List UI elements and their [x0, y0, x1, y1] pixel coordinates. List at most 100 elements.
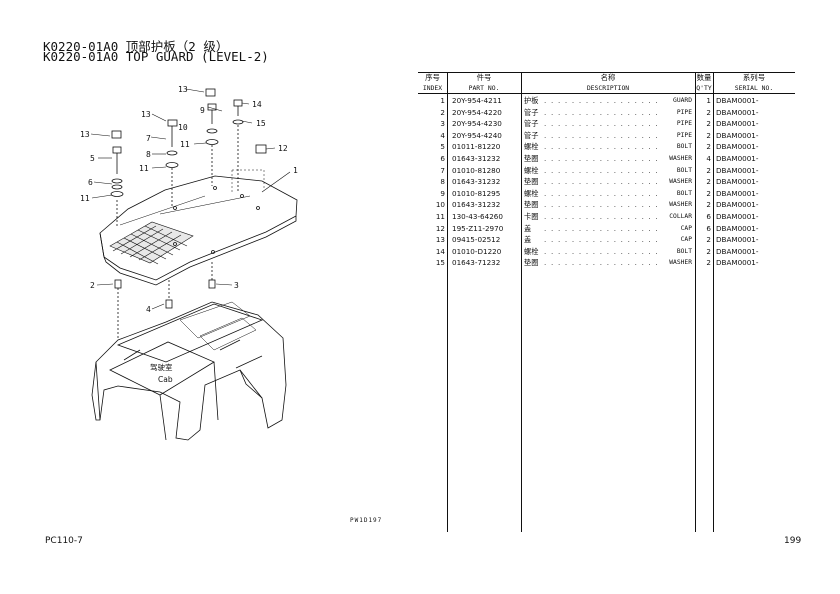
callout-13-top: 13 — [178, 85, 188, 94]
header-desc-cn: 名称 — [600, 73, 616, 82]
leader-dots: . . . . . . . . . . . . . . . . . . . . … — [544, 119, 662, 129]
callout-6: 6 — [88, 178, 93, 187]
exploded-parts-diagram: 驾驶室 Cab 13 13 13 9 14 15 10 7 11 8 5 11 … — [80, 85, 298, 441]
leader-dots: . . . . . . . . . . . . . . . . . . . . … — [544, 223, 662, 233]
row-desc-en: BOLT — [676, 166, 692, 174]
row-desc-cn: 管子 — [524, 119, 539, 129]
row-desc-en: GUARD — [673, 97, 692, 104]
row-description: 螺栓. . . . . . . . . . . . . . . . . . . … — [524, 165, 692, 176]
row-desc-cn: 垫圈 — [524, 258, 539, 268]
row-desc-cn: 卡圈 — [524, 212, 539, 221]
row-serial: DBAM0001- — [716, 212, 759, 221]
leader-dots: . . . . . . . . . . . . . . . . . . . . … — [544, 107, 662, 117]
row-index: 10 — [435, 200, 445, 210]
row-qty: 4 — [706, 154, 711, 163]
table-header-rule — [418, 93, 795, 94]
col-divider — [695, 72, 696, 532]
row-desc-cn: 管子 — [524, 107, 539, 117]
header-qty-cn: 数量 — [696, 73, 712, 82]
row-part-no: 20Y-954-4240 — [452, 130, 502, 140]
leader-dots: . . . . . . . . . . . . . . . . . . . . … — [544, 154, 662, 163]
callout-9: 9 — [200, 106, 205, 115]
row-description: 螺栓. . . . . . . . . . . . . . . . . . . … — [524, 246, 692, 257]
row-desc-en: PIPE — [676, 131, 692, 139]
callout-3: 3 — [234, 281, 239, 290]
row-description: 护板. . . . . . . . . . . . . . . . . . . … — [524, 95, 692, 106]
header-qty-en: Q'TY — [696, 84, 712, 92]
row-part-no: 01010-81280 — [452, 165, 501, 175]
row-index: 15 — [435, 258, 445, 268]
bolt-stack-left — [110, 130, 124, 226]
row-serial: DBAM0001- — [716, 119, 759, 129]
row-desc-en: CAP — [680, 224, 692, 232]
row-description: 垫圈 . . . . . . . . . . . . . . . . . . . … — [524, 153, 692, 164]
row-part-no: 01643-31232 — [452, 200, 501, 210]
row-part-no: 01010-81295 — [452, 188, 501, 198]
row-qty: 2 — [706, 177, 711, 187]
row-serial: DBAM0001- — [716, 258, 759, 268]
row-description: 盖. . . . . . . . . . . . . . . . . . . .… — [524, 223, 692, 234]
callout-13-mid: 13 — [141, 110, 151, 119]
header-index-en: INDEX — [422, 84, 443, 92]
row-qty: 2 — [706, 119, 711, 129]
row-desc-cn: 护板 — [524, 96, 539, 105]
leader-dots: . . . . . . . . . . . . . . . . . . . . … — [544, 246, 662, 256]
row-description: 螺栓. . . . . . . . . . . . . . . . . . . … — [524, 141, 692, 152]
row-part-no: 01011-81220 — [452, 142, 501, 152]
callout-11-b: 11 — [139, 164, 149, 173]
cab-label-cn: 驾驶室 — [150, 362, 173, 372]
model-number: PC110-7 — [45, 536, 83, 546]
row-qty: 2 — [706, 200, 711, 210]
table-row: 5 01011-81220 螺栓. . . . . . . . . . . . . … — [418, 141, 795, 153]
row-description: 卡圈. . . . . . . . . . . . . . . . . . . … — [524, 211, 692, 222]
callout-1: 1 — [293, 166, 298, 175]
row-desc-cn: 垫圈 — [524, 154, 539, 163]
row-desc-cn: 螺栓 — [524, 188, 539, 198]
col-divider — [447, 72, 448, 532]
top-guard-plate — [99, 175, 298, 286]
callout-13-left: 13 — [80, 130, 90, 139]
header-partno-en: PART NO. — [468, 84, 500, 92]
row-qty: 6 — [706, 212, 711, 221]
page-title-en: K0220-01A0 TOP GUARD (LEVEL-2) — [43, 49, 269, 64]
row-serial: DBAM0001- — [716, 142, 759, 152]
row-serial: DBAM0001- — [716, 235, 759, 245]
row-desc-en: BOLT — [676, 247, 692, 255]
callout-7: 7 — [146, 134, 151, 143]
row-desc-en: WASHER — [669, 259, 692, 267]
row-part-no: 20Y-954-4211 — [452, 96, 502, 105]
row-desc-en: PIPE — [676, 120, 692, 128]
row-index: 11 — [435, 212, 445, 221]
row-desc-en: WASHER — [669, 178, 692, 186]
row-description: 垫圈. . . . . . . . . . . . . . . . . . . … — [524, 176, 692, 187]
header-partno-cn: 件号 — [476, 73, 492, 82]
row-qty: 2 — [706, 258, 711, 268]
row-part-no: 09415-02512 — [452, 235, 501, 245]
leader-dots: . . . . . . . . . . . . . . . . . . . . … — [544, 188, 662, 198]
row-desc-cn: 垫圈 — [524, 177, 539, 187]
table-top-rule — [418, 72, 795, 73]
row-desc-cn: 盖 — [524, 235, 532, 245]
row-desc-en: WASHER — [669, 155, 692, 162]
row-serial: DBAM0001- — [716, 130, 759, 140]
callout-5: 5 — [90, 154, 95, 163]
bolt-stack-right — [232, 99, 267, 192]
row-desc-en: CAP — [680, 236, 692, 244]
callout-8: 8 — [146, 150, 151, 159]
page-title-cn: K0220-01A0 顶部护板（2 级） — [43, 39, 229, 54]
header-index-cn: 序号 — [425, 73, 440, 82]
row-desc-en: WASHER — [669, 201, 692, 209]
row-part-no: 130-43-64260 — [452, 212, 503, 221]
row-serial: DBAM0001- — [716, 96, 759, 105]
callout-2: 2 — [90, 281, 95, 290]
row-description: 管子. . . . . . . . . . . . . . . . . . . … — [524, 130, 692, 141]
row-part-no: 01643-31232 — [452, 177, 501, 187]
row-qty: 1 — [706, 96, 711, 105]
leader-dots: . . . . . . . . . . . . . . . . . . . . … — [544, 235, 662, 245]
row-index: 3 — [440, 119, 445, 129]
leader-dots: . . . . . . . . . . . . . . . . . . . . … — [544, 258, 662, 268]
row-index: 5 — [440, 142, 445, 152]
